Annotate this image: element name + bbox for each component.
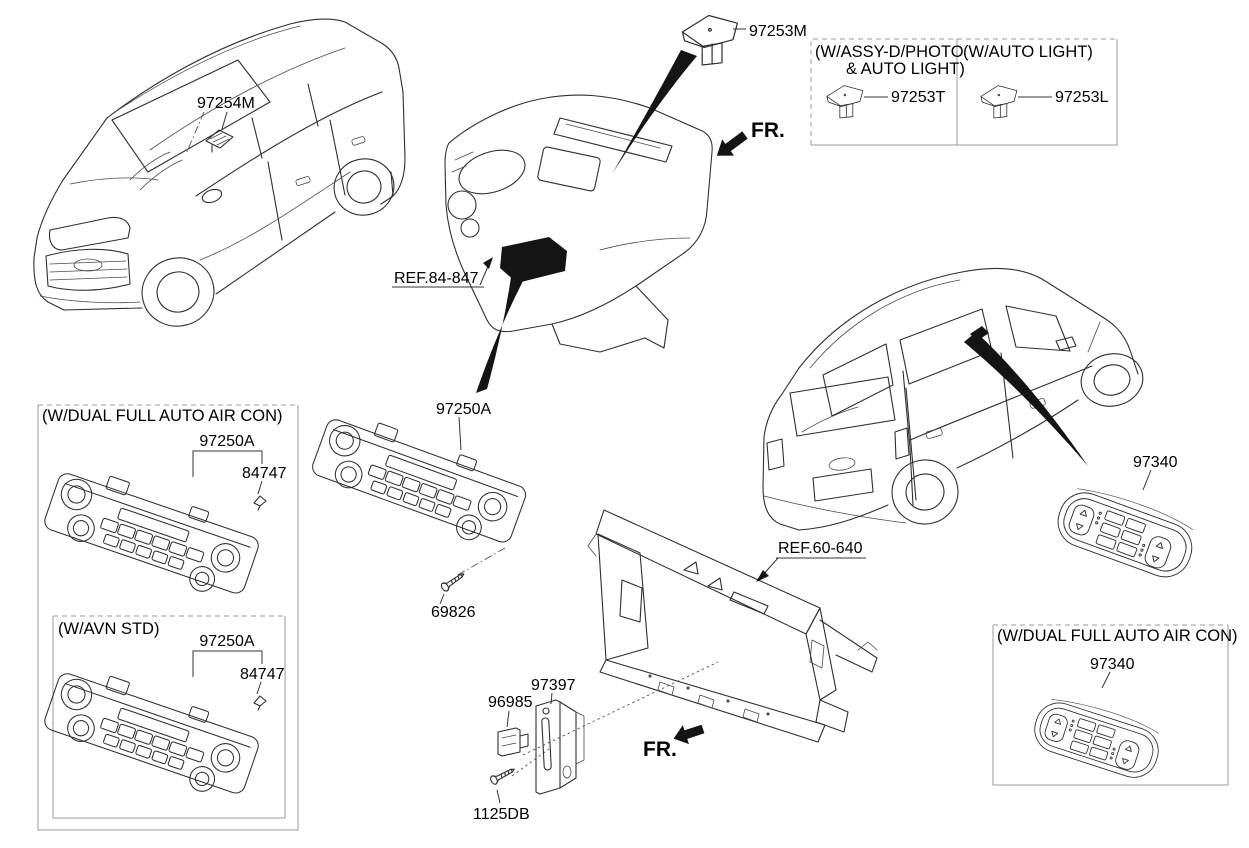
ambient-sensor-bracket-group: 97397 96985 1125DB <box>473 661 719 823</box>
callout-photo-sensor-assy[interactable]: 97253T <box>891 89 945 106</box>
callout-heater-control-main[interactable]: 97250A <box>436 401 491 418</box>
bracket-drawing <box>535 699 585 795</box>
dashboard-illustration: REF.84-847 <box>392 94 713 353</box>
callout-heater-control-box1[interactable]: 97250A <box>199 433 254 450</box>
box-title-rear-dual: (W/DUAL FULL AUTO AIR CON) <box>997 627 1238 645</box>
heater-control-center: 97250A 69826 <box>306 401 533 621</box>
option-box-front-dual-auto: (W/DUAL FULL AUTO AIR CON) 97250A 84747 <box>37 404 299 831</box>
rear-control-main: 97340 <box>1050 454 1202 585</box>
callout-bolt[interactable]: 1125DB <box>473 806 530 823</box>
callout-rear-control-main[interactable]: 97340 <box>1133 454 1178 471</box>
fr-indicator-top: FR. <box>716 119 785 156</box>
option-cell-assy-d-photo: (W/ASSY-D/PHOTO & AUTO LIGHT) 97253T <box>815 43 965 119</box>
option-title-line1: (W/ASSY-D/PHOTO <box>815 43 964 61</box>
callout-roof-sensor[interactable]: 97254M <box>197 95 255 112</box>
callout-photo-sensor[interactable]: 97253M <box>749 23 807 40</box>
van-front-illustration: 97254M <box>33 18 406 327</box>
box-title-avn: (W/AVN STD) <box>58 620 159 638</box>
callout-clip-box1[interactable]: 84747 <box>242 465 287 482</box>
option-cell-auto-light: (W/AUTO LIGHT) 97253L <box>963 43 1108 119</box>
callout-clip-box2[interactable]: 84747 <box>240 666 285 683</box>
callout-ambient-sensor[interactable]: 96985 <box>488 694 533 711</box>
arrow-sweep-van-to-rear-control <box>964 332 1088 466</box>
fr-label-bottom: FR. <box>643 738 677 761</box>
photo-sensor-97253M: 97253M <box>681 14 807 66</box>
heater-control-location <box>500 237 567 283</box>
front-end-module-illustration: REF.60-640 <box>587 509 878 743</box>
callout-heater-control-box2[interactable]: 97250A <box>199 633 254 650</box>
roof-sensor-drawing <box>205 129 234 153</box>
ref-crash-pad[interactable]: REF.84-847 <box>394 270 479 287</box>
ref-front-end-module[interactable]: REF.60-640 <box>778 540 863 557</box>
option-title-line2: & AUTO LIGHT) <box>846 60 965 78</box>
arrow-sweep-sensor-to-dash <box>612 50 697 174</box>
option-box-rear-dual-auto: (W/DUAL FULL AUTO AIR CON) 97340 <box>992 624 1238 786</box>
callout-bracket[interactable]: 97397 <box>531 677 576 694</box>
box-title-front-dual: (W/DUAL FULL AUTO AIR CON) <box>42 407 283 425</box>
option-table-photo-sensors: (W/ASSY-D/PHOTO & AUTO LIGHT) 97253T (W/… <box>810 38 1118 146</box>
arrow-sweep-dash-to-control <box>476 277 523 393</box>
callout-rear-control-box[interactable]: 97340 <box>1090 656 1135 673</box>
callout-photo-sensor-auto[interactable]: 97253L <box>1055 89 1108 106</box>
option-title-auto-light: (W/AUTO LIGHT) <box>963 43 1093 61</box>
option-box-avn-std: (W/AVN STD) 97250A 84747 <box>38 615 286 819</box>
fr-indicator-bottom: FR. <box>643 724 705 761</box>
callout-screw[interactable]: 69826 <box>431 604 476 621</box>
fr-label-top: FR. <box>751 119 785 142</box>
ambient-sensor-drawing <box>497 727 529 757</box>
van-rear-illustration <box>762 267 1144 531</box>
